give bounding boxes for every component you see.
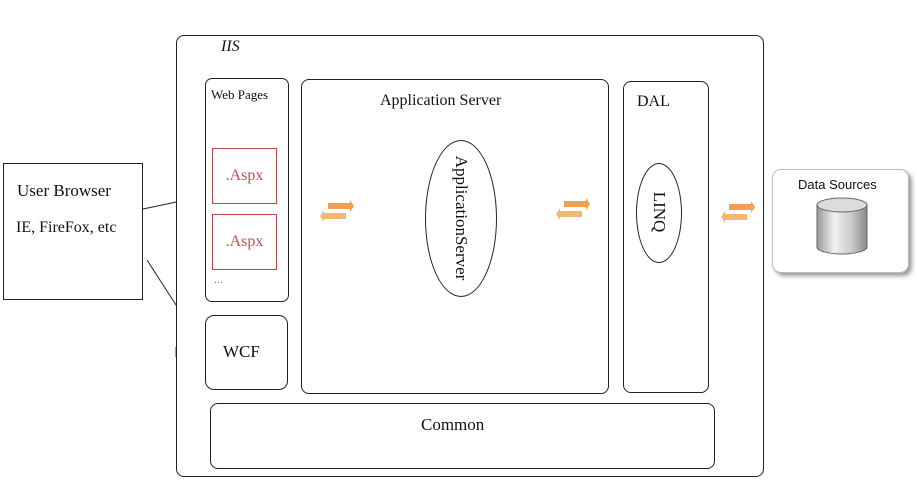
wcf-box [205,315,288,390]
application-server-ellipse [425,140,497,297]
wcf-label: WCF [223,342,260,361]
dal-label: DAL [637,93,670,110]
user-browser-label: User Browser [17,181,111,200]
data-sources-label: Data Sources [798,177,877,192]
linq-label: LINQ [650,191,669,233]
bidirectional-arrow-icon [721,201,755,223]
web-pages-ellipsis: ... [214,272,223,286]
web-pages-label: Web Pages [211,87,269,102]
user-browser-box [3,163,143,300]
common-box [210,403,715,469]
database-cylinder-icon [816,197,868,255]
linq-ellipse [636,163,682,263]
bidirectional-arrow-icon [556,198,590,220]
bidirectional-arrow-icon [320,200,354,222]
aspx-page-box: .Aspx [212,148,277,204]
iis-label: IIS [221,38,240,55]
user-browser-sublabel: IE, FireFox, etc [16,219,117,236]
application-server-label: Application Server [380,92,502,109]
aspx-page-box: .Aspx [212,214,277,270]
application-server-component-label: ApplicationServer [452,155,471,281]
common-label: Common [421,415,485,434]
